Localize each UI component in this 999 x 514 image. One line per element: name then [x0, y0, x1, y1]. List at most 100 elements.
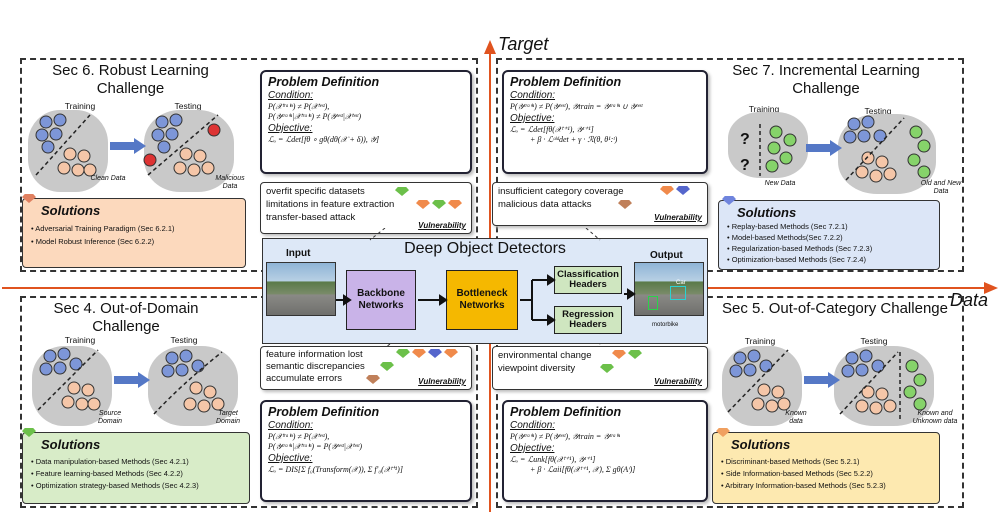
sec7-sol-0: Replay-based Methods (Sec 7.2.1): [727, 221, 931, 232]
sec7-clusters: ? ?: [740, 115, 931, 183]
gem-icon: [366, 375, 380, 384]
input-label: Input: [286, 248, 311, 259]
gem-icon: [428, 349, 442, 358]
sec5-sol-title: Solutions: [731, 437, 791, 452]
sec6-objective-label: Objective:: [268, 123, 313, 134]
sec4-testing-label: Testing: [170, 335, 198, 345]
sec4-vul-0: feature information lost: [266, 349, 363, 360]
sec6-vul-1: limitations in feature extraction: [266, 199, 395, 210]
sec6-arrow: [110, 138, 146, 154]
sec5-solutions-box: Solutions Discriminant-based Methods (Se…: [712, 432, 940, 504]
gem-icon: [628, 350, 642, 359]
sec5-vul-0: environmental change: [498, 350, 592, 361]
sec7-sol-3: Optimization-based Methods (Sec 7.2.4): [727, 254, 931, 265]
sec6-region: [20, 58, 478, 272]
sec4-vul-1: semantic discrepancies: [266, 361, 365, 372]
sec5-vul-1: viewpoint diversity: [498, 363, 576, 374]
pipeline-arrows: [336, 274, 636, 326]
sec6-solutions-box: Solutions Adversarial Training Paradigm …: [22, 198, 246, 268]
gem-icon: [416, 200, 430, 209]
sec4-sol-title: Solutions: [41, 437, 101, 452]
sec4-solutions-box: Solutions Data manipulation-based Method…: [22, 432, 250, 504]
sec5-sol-0: Discriminant-based Methods (Sec 5.2.1): [721, 456, 931, 468]
gem-icon: [660, 186, 674, 195]
output-label-car: Car: [676, 280, 686, 286]
sec6-testing-label: Testing: [174, 101, 202, 111]
sec4-pd-title: Problem Definition: [268, 405, 380, 419]
sec5-testing-label: Testing: [860, 336, 888, 346]
classification-head: Classification Headers: [554, 266, 622, 294]
sec6-condition-label: Condition:: [268, 90, 314, 101]
sec4-region: [20, 296, 478, 508]
sec7-region: [496, 58, 964, 272]
sec6-sol-1: Model Robust Inference (Sec 6.2.2): [31, 235, 237, 248]
sec7-obj1: ℒₒ = ℒdet[fθ(𝒳ᵗ⁺¹), 𝒴ᵗ⁺¹]: [510, 125, 594, 134]
sec4-obj1: ℒₒ = DIS[Σ f₀(Transform(𝒳)), Σ f′₀(𝒳ᵗ⁺¹)…: [268, 465, 403, 474]
sec4-training-label: Training: [64, 335, 96, 345]
sec4-sol-1: Feature learning-based Methods (Sec 4.2.…: [31, 468, 241, 480]
sec6-obj1: ℒₒ = ℒdet[fθ ∘ gθ(dθ(𝒳 + δ)), 𝒴]: [268, 135, 380, 144]
sec7-objective-label: Objective:: [510, 113, 555, 124]
sec5-problem-definition: Problem Definition Condition: P(𝒴ᵗʳᵃⁱⁿ) …: [502, 400, 708, 502]
sec5-training-label: Training: [744, 336, 776, 346]
sec6-vulnerability-box: overfit specific datasets limitations in…: [260, 182, 472, 234]
sec5-vul-label: Vulnerability: [654, 377, 702, 386]
sec7-sol-1: Model-based Methods(Sec 7.2.2): [727, 232, 931, 243]
output-box-motorbike: [648, 296, 658, 310]
sec7-vul-0: insufficient category coverage: [498, 186, 624, 197]
sec4-clusters: [37, 347, 225, 415]
sec4-condition-label: Condition:: [268, 420, 314, 431]
detector-title: Deep Object Detectors: [404, 240, 566, 257]
sec4-sol-2: Optimization strategy-based Methods (Sec…: [31, 480, 241, 492]
sec6-malicious-label: Malicious Data: [215, 175, 245, 190]
sec4-cond2: P(𝒴ᵗʳᵃⁱⁿ|𝒳ᵗʳᵃⁱⁿ) = P(𝒴ᵗᵉˢᵗ|𝒳ᵗᵉˢᵗ): [268, 442, 362, 451]
gem-icon: [432, 200, 446, 209]
sec7-cond1: P(𝒴ᵗʳᵃⁱⁿ) ≠ P(𝒴ᵗᵉˢᵗ), 𝒴train = 𝒴ᵗʳᵃⁱⁿ ∪ …: [510, 102, 643, 111]
sec6-training-label: Training: [64, 101, 96, 111]
sec4-arrow: [114, 372, 150, 388]
sec5-vulnerability-box: environmental change viewpoint diversity…: [492, 346, 708, 390]
sec6-title: Sec 6. Robust Learning Challenge: [52, 62, 209, 97]
sec4-target-label: Target Domain: [215, 410, 241, 425]
sec4-source-label: Source Domain: [97, 410, 123, 425]
gem-icon: [716, 428, 730, 437]
input-image: [266, 262, 336, 316]
gem-icon: [676, 186, 690, 195]
sec5-known-label: Known data: [785, 410, 807, 425]
output-image: [634, 262, 704, 316]
sec6-pd-title: Problem Definition: [268, 75, 380, 89]
sec6-clusters: [35, 113, 221, 177]
sec7-oldnew-label: Old and New Data: [920, 180, 962, 195]
sec7-training-label: Training: [748, 104, 780, 114]
sec6-vul-2: transfer-based attack: [266, 212, 356, 223]
sec7-testing-label: Testing: [864, 106, 892, 116]
sec6-vul-label: Vulnerability: [418, 221, 466, 230]
sec7-solutions-box: Solutions Replay-based Methods (Sec 7.2.…: [718, 200, 940, 270]
gem-icon: [600, 364, 614, 373]
sec7-vul-label: Vulnerability: [654, 213, 702, 222]
sec4-objective-label: Objective:: [268, 453, 313, 464]
sec7-new-label: New Data: [764, 180, 796, 187]
sec6-cond1: P(𝒳ᵗʳᵃⁱⁿ) ≠ P(𝒳ᵗᵉˢᵗ),: [268, 102, 330, 111]
sec6-clean-label: Clean Data: [90, 175, 126, 182]
sec7-vulnerability-box: insufficient category coverage malicious…: [492, 182, 708, 226]
sec7-arrow: [806, 140, 842, 156]
dashed-connectors: [369, 228, 601, 357]
gem-icon: [22, 428, 36, 437]
sec7-pd-title: Problem Definition: [510, 75, 622, 89]
sec7-vul-1: malicious data attacks: [498, 199, 592, 210]
sec7-condition-label: Condition:: [510, 90, 556, 101]
sec4-cond1: P(𝒳ᵗʳᵃⁱⁿ) ≠ P(𝒳ᵗᵉˢᵗ),: [268, 432, 330, 441]
gem-icon: [412, 349, 426, 358]
gem-icon: [618, 200, 632, 209]
sec4-title: Sec 4. Out-of-Domain Challenge: [53, 300, 199, 335]
gem-icon: [395, 187, 409, 196]
sec4-vul-2: accumulate errors: [266, 373, 343, 384]
sec4-sol-0: Data manipulation-based Methods (Sec 4.2…: [31, 456, 241, 468]
output-box-car: [670, 286, 686, 300]
gem-icon: [444, 349, 458, 358]
sec5-condition-label: Condition:: [510, 420, 556, 431]
sec7-sol-title: Solutions: [737, 205, 797, 220]
gem-icon: [380, 362, 394, 371]
sec5-pd-title: Problem Definition: [510, 405, 622, 419]
